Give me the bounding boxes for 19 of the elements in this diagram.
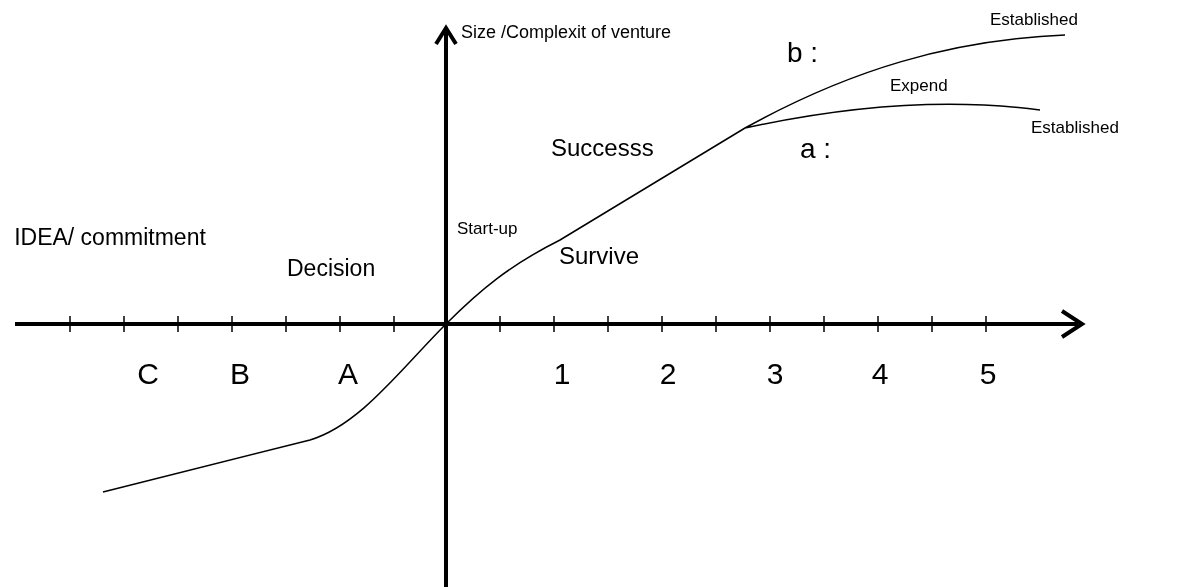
stage-label: Expend [890, 76, 948, 97]
stage-label: Survive [559, 242, 640, 271]
branch-label: a : [800, 132, 832, 166]
tick-label: 1 [552, 356, 572, 392]
axis-title: Size /Complexit of venture [461, 22, 673, 44]
tick-label: A [337, 356, 359, 392]
stage-label: Decision [287, 255, 376, 283]
tick-label: B [229, 356, 251, 392]
stage-label: Established [990, 10, 1078, 31]
branch-label: b : [787, 36, 819, 70]
tick-label: 5 [978, 356, 998, 392]
stage-label: IDEA/ commitment [13, 224, 207, 252]
tick-label: 2 [658, 356, 678, 392]
stage-label: Successs [551, 134, 654, 163]
tick-label: 4 [870, 356, 890, 392]
stage-label: Established [1031, 118, 1119, 139]
stage-label: Start-up [457, 219, 518, 240]
tick-label: C [136, 356, 160, 392]
tick-label: 3 [765, 356, 785, 392]
